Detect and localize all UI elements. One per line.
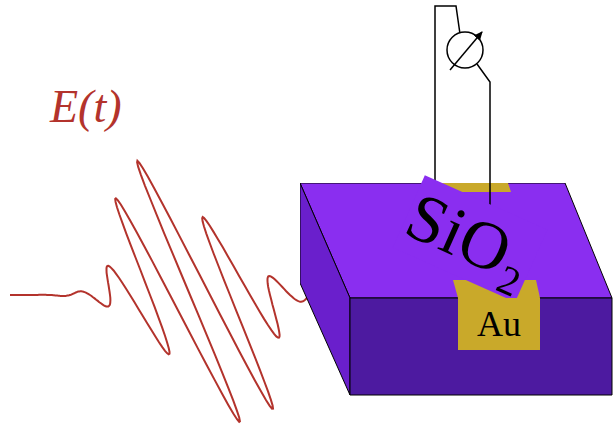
substrate-block: SiO₂Au bbox=[300, 183, 615, 398]
wire bbox=[435, 6, 460, 183]
front-face bbox=[350, 298, 612, 395]
side-face bbox=[300, 183, 350, 395]
electrode-label: Au bbox=[477, 303, 521, 345]
field-label: E(t) bbox=[50, 80, 122, 133]
electrode-pad: Au bbox=[458, 298, 540, 350]
meter-arrow bbox=[450, 32, 482, 70]
pad-front bbox=[458, 298, 540, 350]
wire bbox=[477, 64, 490, 184]
light-pulse bbox=[10, 161, 356, 422]
